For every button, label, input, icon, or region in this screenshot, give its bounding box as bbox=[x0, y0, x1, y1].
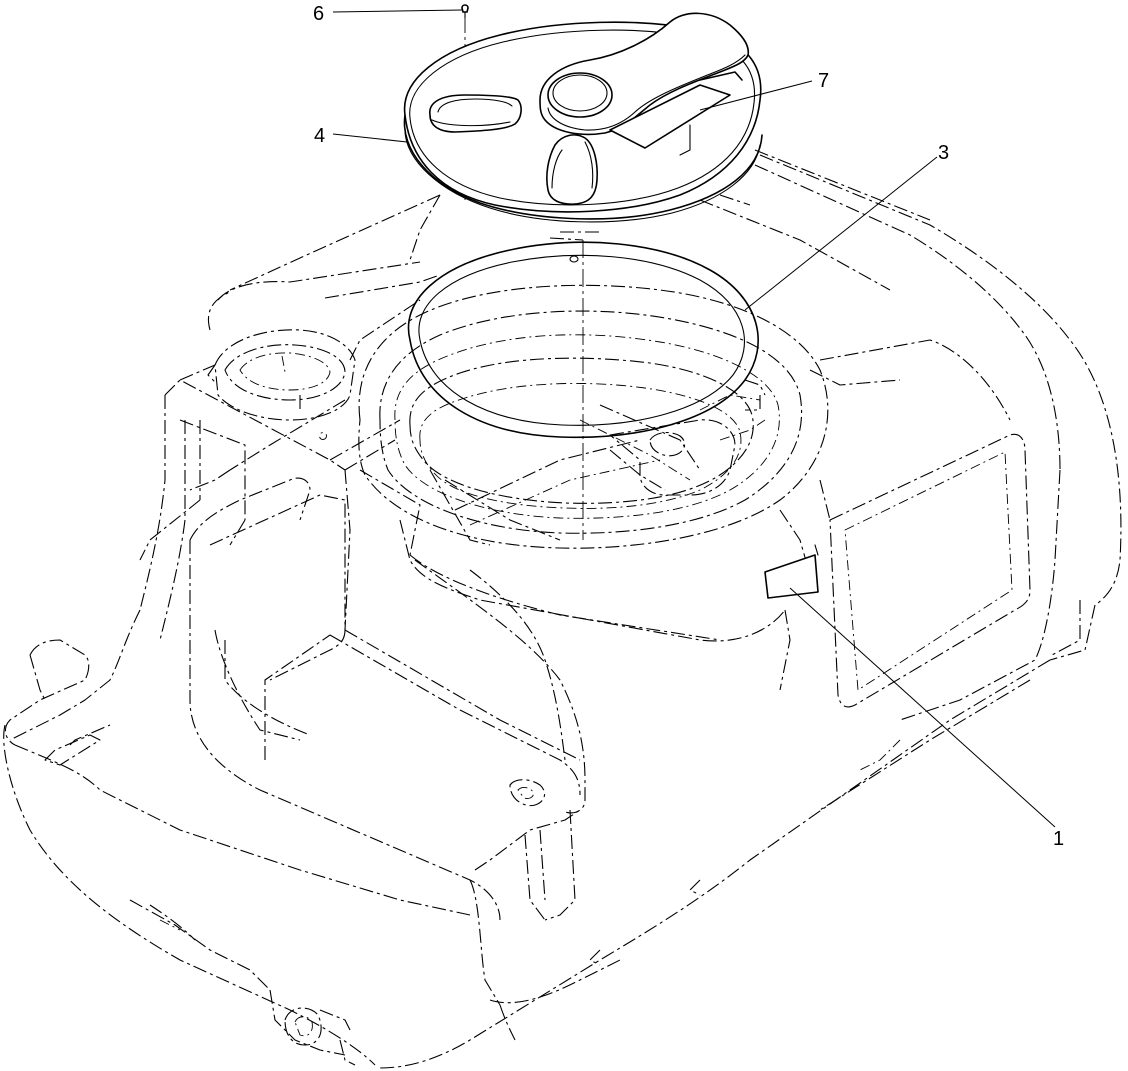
leader-3 bbox=[744, 156, 938, 311]
callout-1: 1 bbox=[1053, 828, 1064, 850]
callout-4: 4 bbox=[314, 125, 325, 147]
tank-body bbox=[3, 15, 1122, 1069]
callout-6: 6 bbox=[313, 3, 324, 25]
leader-1 bbox=[789, 587, 1056, 828]
gasket-ring bbox=[407, 241, 759, 439]
leader-6 bbox=[332, 9, 463, 13]
decal-tank-side bbox=[764, 554, 819, 599]
leader-7 bbox=[699, 80, 813, 111]
callout-3: 3 bbox=[938, 142, 949, 164]
leader-lines bbox=[332, 9, 1056, 828]
decal-lid bbox=[609, 84, 731, 149]
tank-lid bbox=[403, 4, 763, 223]
callout-labels: 6 4 7 3 1 bbox=[313, 3, 1064, 850]
leader-4 bbox=[332, 133, 408, 143]
callout-7: 7 bbox=[818, 70, 829, 92]
